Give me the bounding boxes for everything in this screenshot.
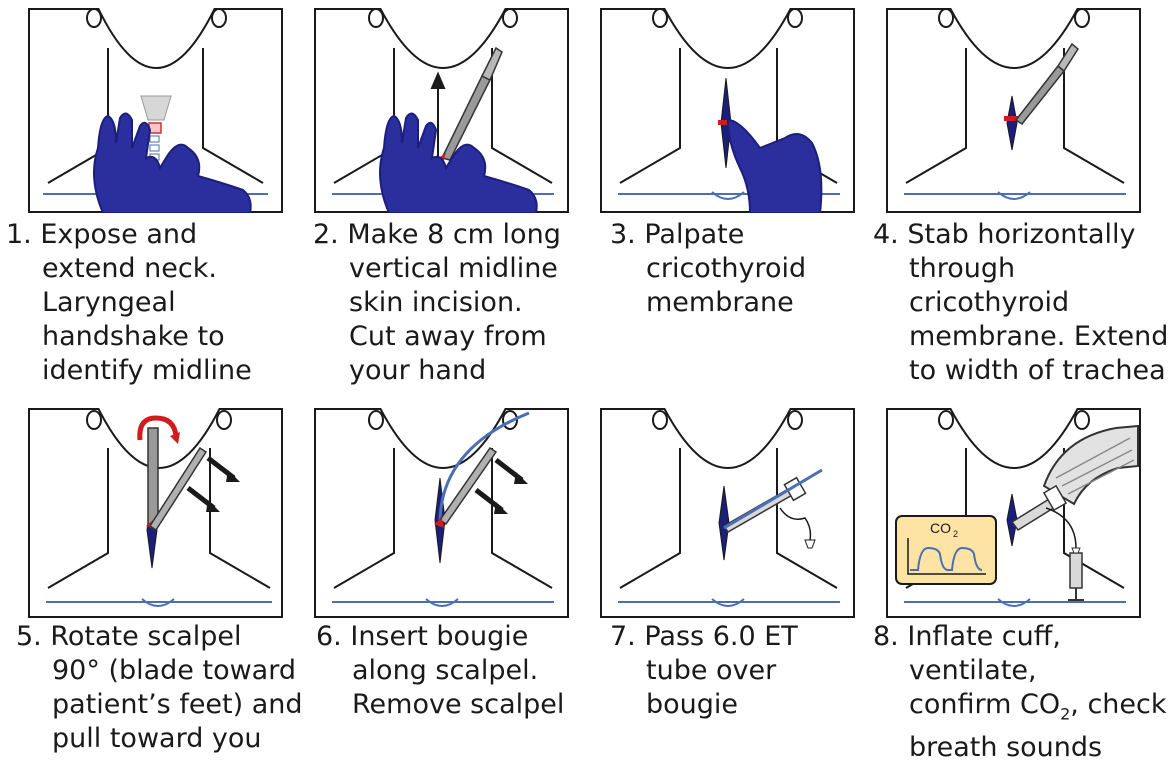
illustration-rotate-scalpel [28, 408, 283, 618]
illustration-stab-membrane [886, 8, 1141, 213]
step-8-caption: 8. Inflate cuff, ventilate, confirm CO2,… [873, 620, 1167, 765]
step-number: 6. [316, 621, 342, 652]
step-number: 7. [610, 621, 636, 652]
step-number: 3. [610, 219, 636, 250]
step-1-caption: 1. Expose and extend neck. Laryngeal han… [6, 218, 252, 388]
illustration-pass-tube [600, 408, 855, 618]
panel-7 [600, 408, 855, 618]
step-7-caption: 7. Pass 6.0 ET tube over bougie [610, 620, 798, 722]
co2-subscript: 2 [1060, 704, 1070, 723]
panel-6 [314, 408, 569, 618]
step-number: 8. [873, 621, 899, 652]
step-5-caption: 5. Rotate scalpel 90° (blade toward pati… [16, 620, 303, 756]
vertical-scalpel [146, 428, 158, 530]
capnography-monitor: CO 2 [896, 516, 996, 584]
panel-5 [28, 408, 283, 618]
step-2-caption: 2. Make 8 cm long vertical midline skin … [313, 218, 561, 388]
panel-4 [886, 8, 1141, 213]
illustration-palpate [600, 8, 855, 213]
step-number: 1. [6, 219, 32, 250]
monitor-label: CO [930, 520, 951, 536]
panel-3 [600, 8, 855, 213]
step-number: 2. [313, 219, 339, 250]
illustration-insert-bougie [314, 408, 569, 618]
illustration-inflate-ventilate: CO 2 [886, 408, 1141, 618]
step-4-caption: 4. Stab horizontally through cricothyroi… [873, 218, 1168, 388]
step-3-caption: 3. Palpate cricothyroid membrane [610, 218, 806, 320]
step-number: 5. [16, 621, 42, 652]
panel-8: CO 2 [886, 408, 1141, 618]
monitor-label-sub: 2 [953, 529, 958, 539]
illustration-expose-neck [28, 8, 283, 213]
step-6-caption: 6. Insert bougie along scalpel. Remove s… [316, 620, 564, 722]
illustration-midline-incision [314, 8, 569, 213]
panel-1 [28, 8, 283, 213]
panel-2 [314, 8, 569, 213]
step-number: 4. [873, 219, 899, 250]
